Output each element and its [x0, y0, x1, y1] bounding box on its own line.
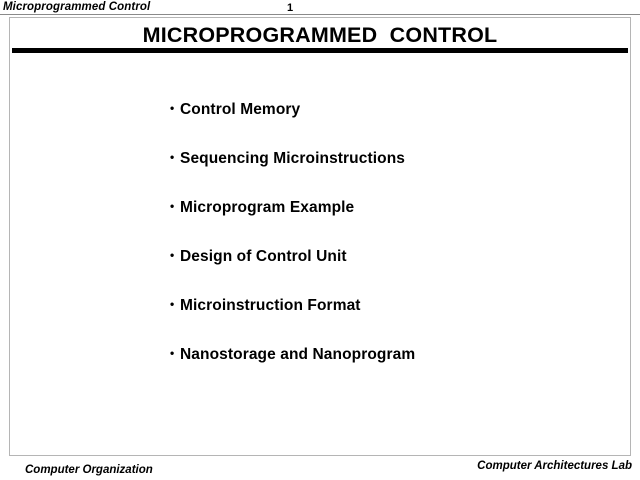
list-item-label: Nanostorage and Nanoprogram — [180, 346, 416, 363]
bullet-dot-icon: • — [170, 199, 175, 213]
slide-content-frame: MICROPROGRAMMED CONTROL • Control Memory… — [9, 17, 631, 456]
list-item-label: Sequencing Microinstructions — [180, 150, 405, 167]
bullet-dot-icon: • — [170, 150, 175, 164]
list-item: • Control Memory — [170, 101, 610, 150]
header-divider — [0, 14, 640, 15]
list-item: • Nanostorage and Nanoprogram — [170, 346, 610, 395]
list-item: • Design of Control Unit — [170, 248, 610, 297]
list-item: • Microinstruction Format — [170, 297, 610, 346]
bullet-dot-icon: • — [170, 346, 175, 360]
list-item-label: Microprogram Example — [180, 199, 355, 216]
title-underline-bar — [12, 48, 628, 53]
bullet-dot-icon: • — [170, 101, 175, 115]
bullet-dot-icon: • — [170, 297, 175, 311]
footer-course-label: Computer Organization — [25, 464, 153, 476]
bullet-dot-icon: • — [170, 248, 175, 262]
list-item-label: Design of Control Unit — [180, 248, 347, 265]
header-course-title: Microprogrammed Control — [3, 1, 151, 13]
agenda-bullet-list: • Control Memory • Sequencing Microinstr… — [170, 101, 610, 395]
list-item-label: Microinstruction Format — [180, 297, 361, 314]
slide-header: Microprogrammed Control 1 — [0, 0, 640, 16]
list-item-label: Control Memory — [180, 101, 301, 118]
list-item: • Sequencing Microinstructions — [170, 150, 610, 199]
footer-lab-label: Computer Architectures Lab — [477, 460, 632, 472]
header-page-number: 1 — [286, 2, 294, 14]
list-item: • Microprogram Example — [170, 199, 610, 248]
slide-title: MICROPROGRAMMED CONTROL — [142, 23, 498, 47]
slide-footer: Computer Organization Computer Architect… — [0, 460, 640, 480]
